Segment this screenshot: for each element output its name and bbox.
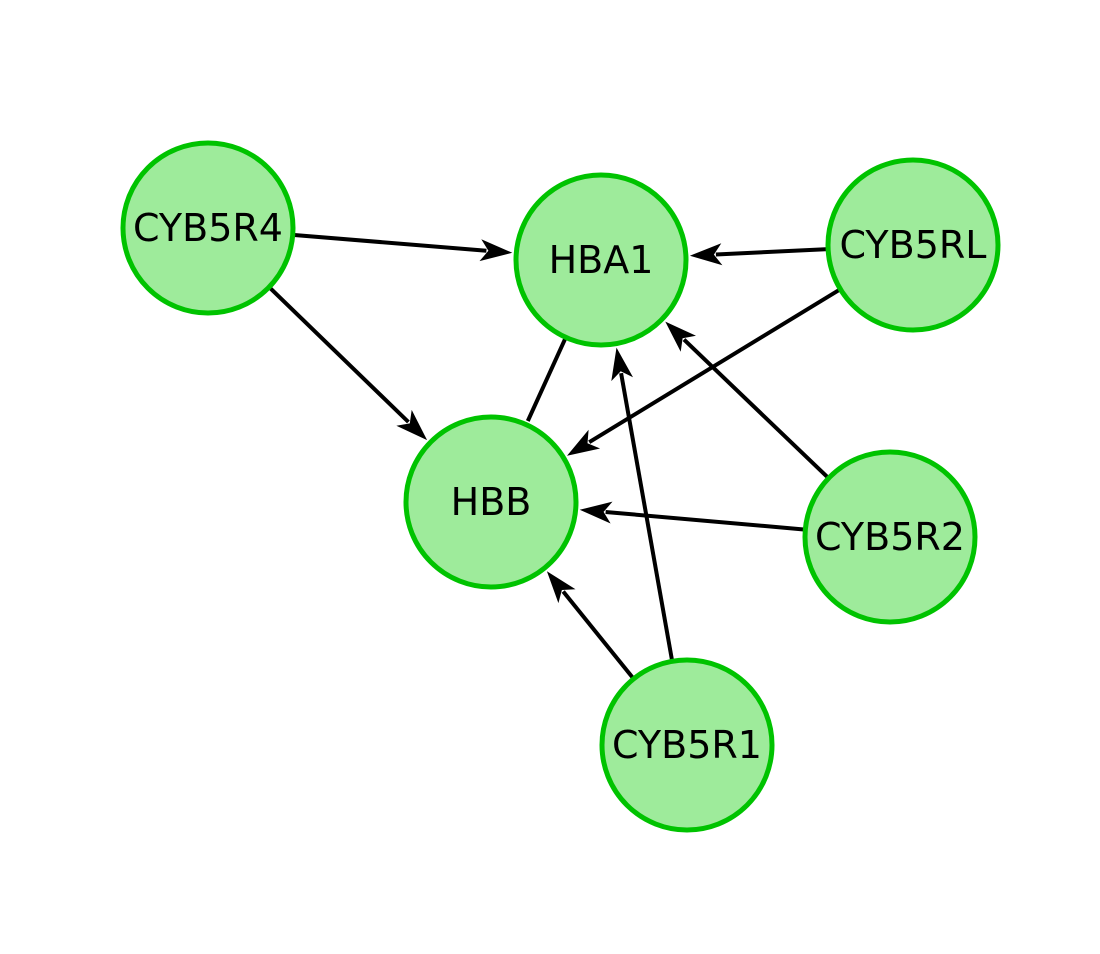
edge-cyb5r2-to-hbb: [579, 501, 806, 532]
node-label: CYB5R4: [133, 206, 283, 250]
edge-cyb5r4-to-hbb: [267, 285, 428, 441]
edge-line: [682, 338, 830, 480]
edge-cyb5rl-to-hbb: [567, 287, 842, 456]
edge-line: [267, 285, 410, 424]
edge-line: [715, 247, 829, 257]
node-circle[interactable]: [120, 140, 296, 316]
edge-hba1-to-hbb: [525, 336, 568, 422]
arrowhead-icon: [665, 321, 696, 352]
node-label: CYB5RL: [840, 223, 987, 267]
node-circle[interactable]: [599, 657, 775, 833]
edges-layer: [267, 232, 842, 681]
node-cyb5rl[interactable]: CYB5RL: [825, 157, 1001, 333]
arrowhead-icon: [396, 409, 428, 441]
node-label: CYB5R2: [815, 515, 965, 559]
edge-cyb5r1-to-hbb: [546, 571, 636, 681]
node-cyb5r2[interactable]: CYB5R2: [802, 449, 978, 625]
edge-line: [292, 232, 487, 253]
node-hba1[interactable]: HBA1: [513, 172, 689, 348]
arrowhead-icon: [579, 501, 613, 524]
edge-cyb5r4-to-hba1: [292, 232, 513, 262]
arrowhead-icon: [546, 571, 576, 604]
edge-line: [588, 287, 842, 444]
edge-cyb5r2-to-hba1: [665, 321, 830, 480]
arrowhead-icon: [611, 347, 633, 382]
node-hbb[interactable]: HBB: [403, 414, 579, 590]
edge-line: [561, 590, 636, 681]
node-cyb5r4[interactable]: CYB5R4: [120, 140, 296, 316]
node-label: HBA1: [549, 238, 654, 282]
edge-cyb5r1-to-hba1: [611, 347, 675, 662]
edge-line: [605, 510, 806, 532]
node-circle[interactable]: [802, 449, 978, 625]
node-circle[interactable]: [513, 172, 689, 348]
node-label: HBB: [451, 480, 532, 524]
edge-line: [525, 336, 568, 422]
node-circle[interactable]: [825, 157, 1001, 333]
arrowhead-icon: [689, 243, 723, 266]
edge-line: [619, 372, 675, 662]
node-cyb5r1[interactable]: CYB5R1: [599, 657, 775, 833]
node-label: CYB5R1: [612, 723, 762, 767]
node-circle[interactable]: [403, 414, 579, 590]
arrowhead-icon: [479, 239, 513, 262]
arrowhead-icon: [567, 429, 601, 456]
edge-cyb5rl-to-hba1: [689, 243, 829, 266]
